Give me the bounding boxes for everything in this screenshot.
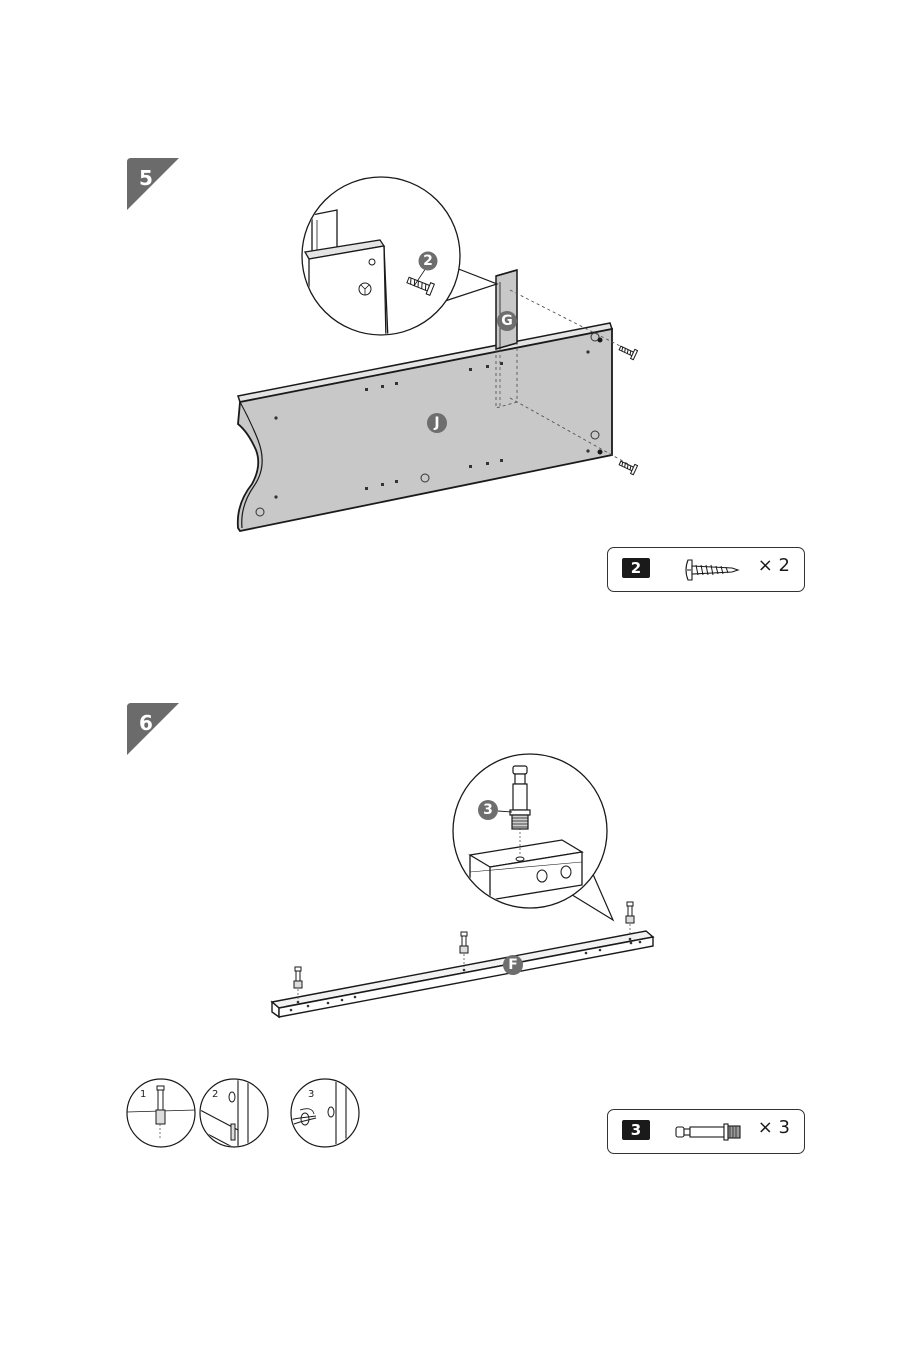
panel-j (238, 323, 612, 531)
hardware-quantity: × 2 (758, 555, 790, 576)
cam-bolt-icon (670, 1114, 750, 1150)
detail-zoom-bubble (453, 754, 613, 920)
callout-label: G (501, 313, 513, 329)
detail-zoom-bubble (302, 177, 497, 352)
screw-icon (618, 458, 638, 474)
step-5-illustration: 2 G J (0, 0, 914, 640)
screw-icon (670, 552, 740, 588)
hardware-box-step-5: 2 × 2 (607, 547, 805, 592)
hardware-box-step-6: 3 × 3 (607, 1109, 805, 1154)
callout-part-g: G (497, 311, 517, 331)
hardware-quantity: × 3 (758, 1117, 790, 1138)
detail-circle-3: 3 (268, 1078, 359, 1150)
detail-step-number: 1 (140, 1089, 146, 1100)
callout-hardware-2: 2 (419, 252, 438, 271)
cam-bolt-icon (294, 967, 302, 1000)
screw-icon (618, 343, 638, 359)
callout-label: F (508, 957, 518, 973)
cam-bolt-icon (626, 902, 634, 936)
detail-step-number: 2 (212, 1089, 218, 1100)
detail-circle-1: 1 (127, 1079, 195, 1147)
hardware-id: 3 (622, 1120, 650, 1140)
detail-circle-2: 2 (200, 1078, 268, 1150)
callout-label: 2 (423, 253, 433, 269)
cam-bolt-icon (460, 932, 468, 967)
callout-label: J (433, 415, 439, 431)
callout-label: 3 (483, 802, 493, 818)
callout-part-f: F (503, 955, 523, 975)
callout-part-j: J (427, 413, 447, 433)
detail-step-number: 3 (308, 1089, 314, 1100)
hardware-id: 2 (622, 558, 650, 578)
